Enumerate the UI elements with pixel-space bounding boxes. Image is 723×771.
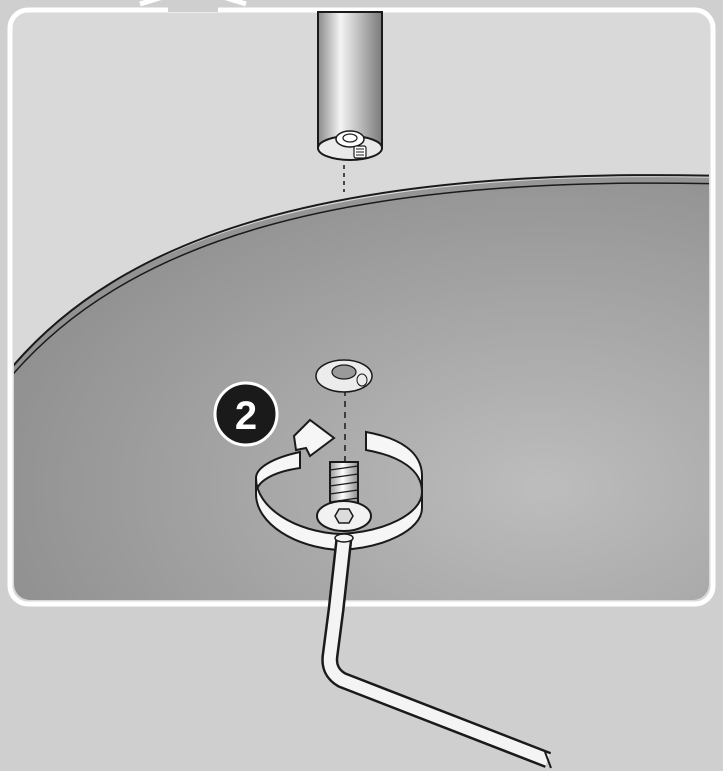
- stand-pole: [317, 11, 383, 161]
- hex-socket-bolt-icon: [316, 461, 372, 532]
- rotation-ring-front: [255, 477, 423, 552]
- stand-base: [14, 174, 709, 600]
- allen-key-icon: [321, 533, 552, 769]
- screw-hole: [315, 359, 373, 393]
- step-badge: 2: [213, 381, 279, 447]
- step-number: 2: [235, 394, 257, 438]
